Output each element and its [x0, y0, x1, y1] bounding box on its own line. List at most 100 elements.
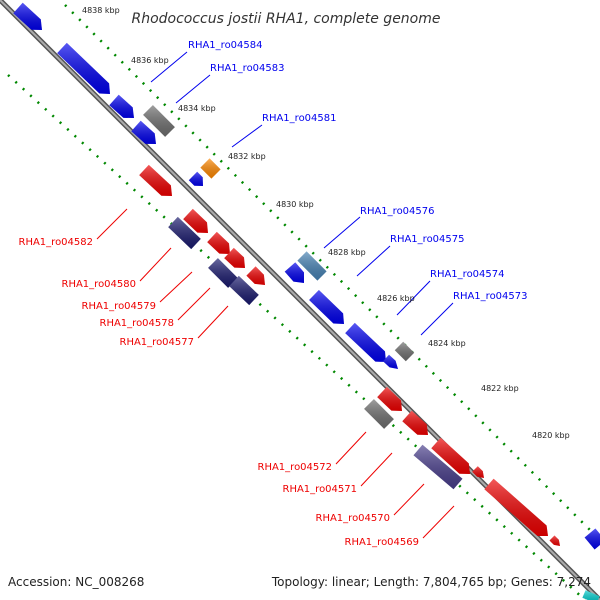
gene-arrow[interactable]	[143, 105, 175, 137]
kbp-tick-label: 4836 kbp	[131, 56, 169, 65]
gene-arrow[interactable]	[394, 341, 415, 362]
gene-arrow-shading	[484, 478, 548, 536]
label-leader-line	[139, 247, 172, 282]
accession-text: Accession: NC_008268	[8, 575, 144, 589]
gene-arrow-shading	[208, 258, 238, 288]
gene-arrow[interactable]	[431, 437, 470, 474]
gene-arrow-shading	[139, 164, 172, 196]
label-leader-line	[356, 245, 391, 277]
gene-label-rha1-ro04582[interactable]: RHA1_ro04582	[19, 208, 128, 248]
gene-label-text: RHA1_ro04581	[262, 113, 337, 124]
gene-arrow[interactable]	[364, 399, 394, 429]
gene-arrow[interactable]	[183, 208, 208, 233]
gene-label-text: RHA1_ro04573	[453, 291, 528, 302]
gene-arrow-shading	[383, 354, 398, 369]
gene-label-rha1-ro04575[interactable]: RHA1_ro04575	[356, 234, 465, 277]
gene-arrow[interactable]	[413, 444, 463, 490]
gene-label-rha1-ro04576[interactable]: RHA1_ro04576	[323, 206, 435, 249]
label-leader-line	[231, 124, 263, 148]
gene-label-text: RHA1_ro04575	[390, 234, 465, 245]
map-title: Rhodococcus jostii RHA1, complete genome	[131, 11, 440, 27]
gene-arrow-shading	[431, 437, 470, 474]
kbp-tick-label: 4826 kbp	[377, 294, 415, 303]
gene-label-rha1-ro04572[interactable]: RHA1_ro04572	[258, 431, 367, 473]
gene-arrow[interactable]	[246, 266, 265, 285]
gene-label-rha1-ro04569[interactable]: RHA1_ro04569	[345, 505, 455, 548]
gene-arrow-shading	[57, 42, 110, 94]
guide-line-upper	[64, 4, 600, 541]
gene-arrow[interactable]	[131, 120, 156, 144]
kbp-tick-label: 4820 kbp	[532, 431, 570, 440]
gene-arrow-shading	[143, 105, 175, 137]
gene-label-text: RHA1_ro04571	[283, 484, 358, 495]
gene-arrow[interactable]	[57, 42, 110, 94]
gene-arrow-shading	[183, 208, 208, 233]
gene-arrow[interactable]	[229, 275, 259, 306]
gene-arrow[interactable]	[309, 290, 344, 324]
gene-label-rha1-ro04574[interactable]: RHA1_ro04574	[396, 269, 505, 316]
gene-label-rha1-ro04581[interactable]: RHA1_ro04581	[231, 113, 337, 148]
gene-arrow[interactable]	[549, 535, 561, 547]
gene-arrow[interactable]	[345, 322, 386, 362]
gene-arrow[interactable]	[484, 478, 548, 536]
gene-arrow-shading	[309, 290, 344, 324]
gene-arrow[interactable]	[208, 258, 238, 288]
gene-arrow[interactable]	[139, 164, 172, 196]
gene-arrow-shading	[200, 158, 221, 179]
gene-arrow-shading	[345, 322, 386, 362]
gene-arrow-shading	[284, 262, 304, 283]
gene-labels: RHA1_ro04584RHA1_ro04583RHA1_ro04581RHA1…	[19, 40, 528, 548]
gene-label-rha1-ro04578[interactable]: RHA1_ro04578	[100, 287, 211, 329]
gene-arrow[interactable]	[383, 354, 398, 369]
gene-arrow-shading	[549, 535, 560, 546]
gene-arrow[interactable]	[584, 528, 600, 550]
gene-arrow-shading	[207, 231, 230, 254]
label-leader-line	[150, 51, 188, 83]
kbp-tick-label: 4834 kbp	[178, 104, 216, 113]
gene-arrow-shading	[131, 120, 156, 144]
gene-arrow[interactable]	[377, 386, 402, 411]
gene-arrow[interactable]	[168, 216, 201, 250]
gene-arrow-shading	[472, 466, 484, 478]
gene-arrow-shading	[224, 247, 245, 268]
gene-arrow-shading	[297, 251, 327, 281]
gene-arrow[interactable]	[582, 590, 600, 600]
gene-label-rha1-ro04573[interactable]: RHA1_ro04573	[420, 291, 528, 336]
gene-arrow[interactable]	[188, 171, 203, 186]
gene-arrow-shading	[394, 341, 415, 362]
gene-label-rha1-ro04571[interactable]: RHA1_ro04571	[283, 452, 393, 495]
gene-arrow[interactable]	[109, 94, 134, 118]
label-leader-line	[396, 280, 431, 316]
gene-arrow[interactable]	[402, 410, 428, 435]
gene-arrow-shading	[402, 410, 428, 435]
gene-features	[13, 2, 600, 600]
label-leader-line	[360, 452, 393, 487]
gene-arrow[interactable]	[13, 2, 43, 31]
gene-label-rha1-ro04577[interactable]: RHA1_ro04577	[120, 305, 229, 348]
gene-arrow[interactable]	[200, 158, 221, 179]
kbp-tick-label: 4828 kbp	[328, 248, 366, 257]
label-leader-line	[197, 305, 229, 339]
gene-label-text: RHA1_ro04578	[100, 318, 175, 329]
gene-arrow-shading	[109, 94, 134, 118]
gene-arrow-shading	[364, 399, 394, 429]
gene-label-rha1-ro04579[interactable]: RHA1_ro04579	[82, 271, 193, 312]
gene-arrow-shading	[168, 216, 201, 250]
gene-arrow-shading	[582, 590, 600, 600]
gene-arrow[interactable]	[224, 247, 245, 268]
gene-label-rha1-ro04583[interactable]: RHA1_ro04583	[175, 63, 285, 104]
label-leader-line	[177, 287, 211, 321]
topology-text: Topology: linear; Length: 7,804,765 bp; …	[271, 575, 591, 589]
gene-label-rha1-ro04570[interactable]: RHA1_ro04570	[316, 483, 425, 524]
label-leader-line	[175, 74, 211, 104]
gene-label-rha1-ro04580[interactable]: RHA1_ro04580	[62, 247, 172, 290]
gene-arrow[interactable]	[207, 231, 230, 254]
ruler-guides	[7, 4, 600, 600]
gene-arrow-shading	[584, 528, 600, 550]
gene-arrow[interactable]	[284, 262, 304, 283]
gene-label-rha1-ro04584[interactable]: RHA1_ro04584	[150, 40, 263, 83]
gene-arrow[interactable]	[297, 251, 327, 281]
gene-arrow[interactable]	[472, 466, 484, 478]
